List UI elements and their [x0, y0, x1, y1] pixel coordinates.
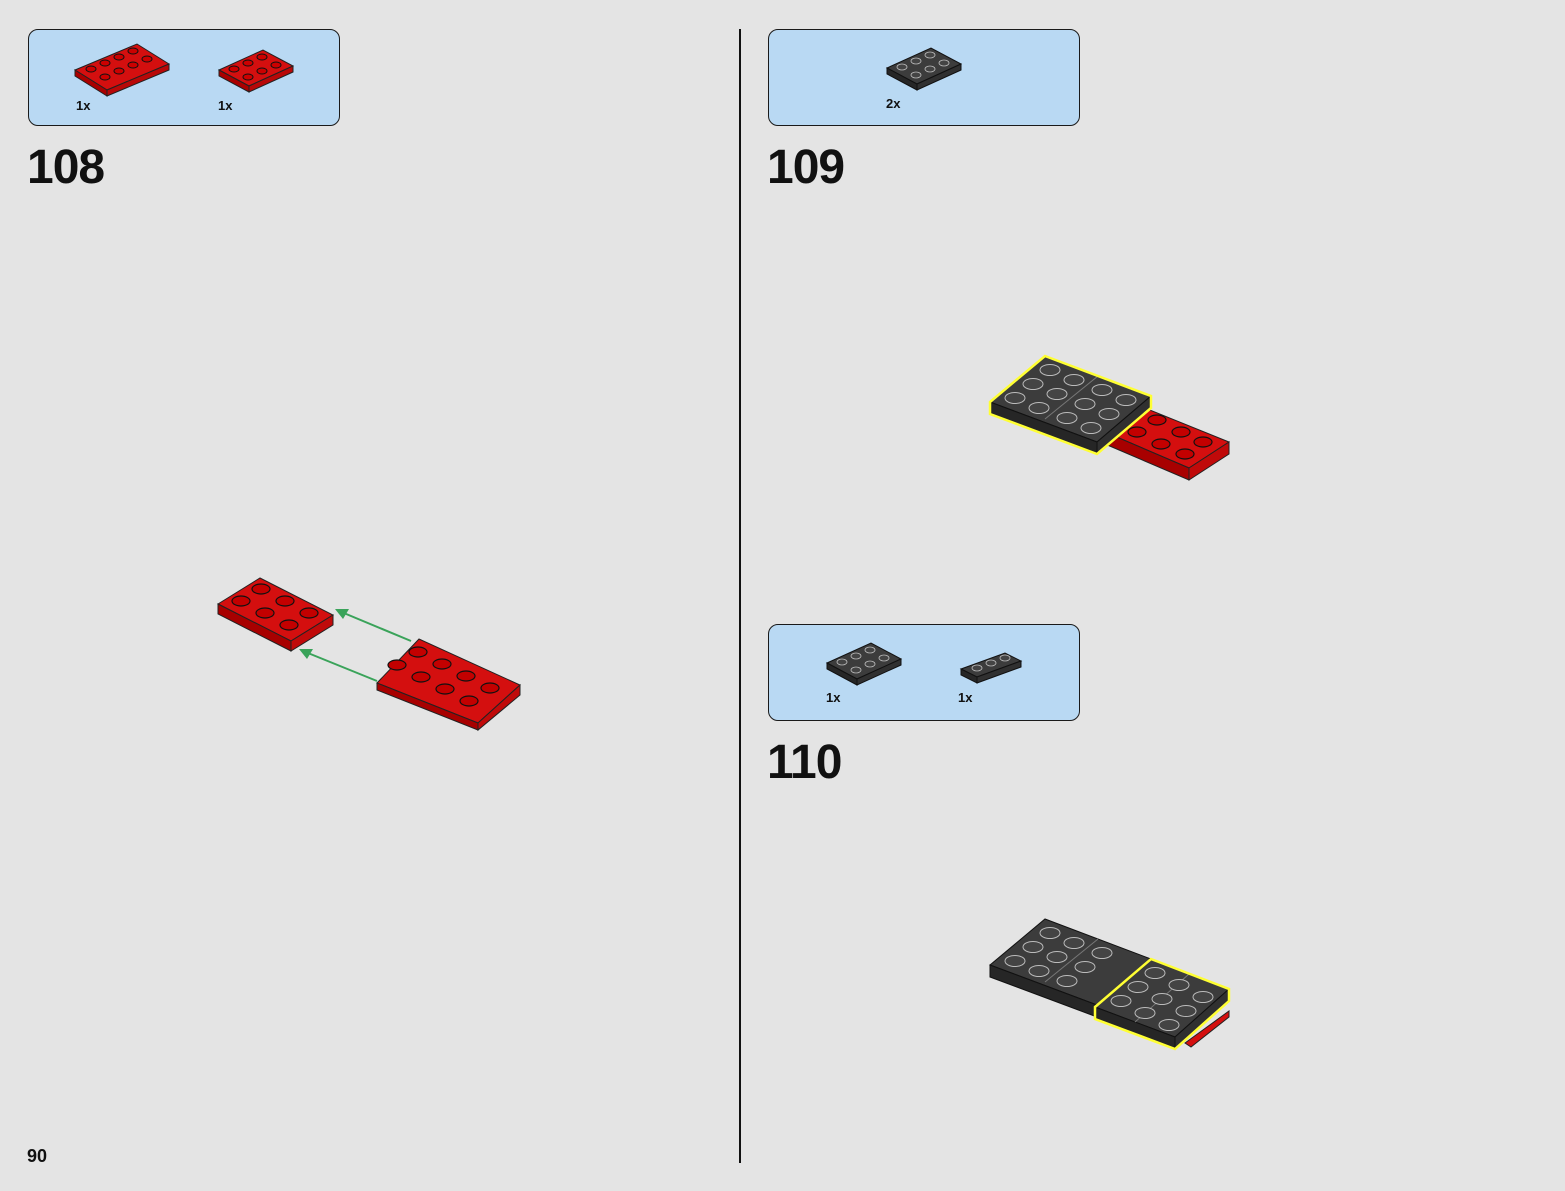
part-qty: 1x: [76, 98, 91, 113]
red-plate-2x3-icon: [217, 49, 295, 93]
part-qty: 1x: [826, 690, 841, 705]
part-qty: 1x: [958, 690, 973, 705]
step-109-assembly-illustration: [988, 354, 1231, 481]
step-108-assembly-illustration: [216, 577, 521, 732]
dark-gray-plate-2x3-icon: [825, 642, 903, 686]
parts-box-step-110: 1x 1x: [768, 624, 1080, 721]
step-number: 108: [27, 141, 105, 194]
part-qty: 1x: [218, 98, 233, 113]
red-plate-2x4-icon: [73, 43, 171, 97]
parts-box-step-108: 1x 1x: [28, 29, 340, 126]
step-number: 110: [767, 736, 842, 789]
assembly-arrow-icon: [302, 610, 412, 682]
step-number: 109: [767, 141, 845, 194]
dark-gray-plate-1x3-icon: [959, 652, 1023, 684]
part-qty: 2x: [886, 96, 901, 111]
page-divider: [739, 29, 741, 1163]
dark-gray-plate-2x3-icon: [885, 47, 963, 91]
step-110-assembly-illustration: [989, 918, 1231, 1051]
page-number: 90: [27, 1146, 48, 1166]
parts-box-step-109: 2x: [768, 29, 1080, 126]
